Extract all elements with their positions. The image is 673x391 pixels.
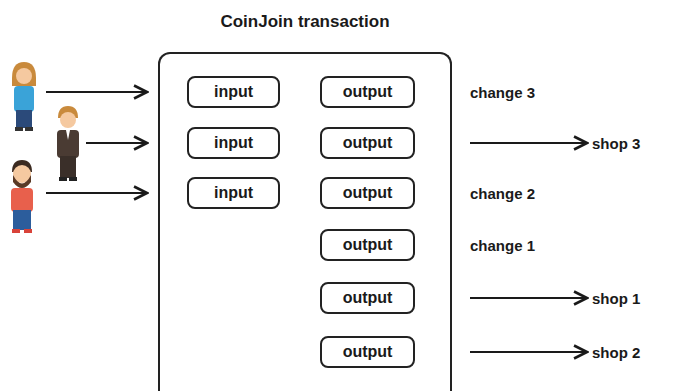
box-label: output	[322, 179, 413, 207]
change-label: change 3	[470, 84, 535, 101]
input-box: input	[187, 127, 280, 159]
box-label: input	[189, 129, 278, 157]
output-box: output	[320, 76, 415, 108]
box-label: output	[322, 338, 413, 366]
box-label: output	[322, 129, 413, 157]
change-label: change 1	[470, 237, 535, 254]
person-icon	[11, 160, 33, 233]
diagram-title: CoinJoin transaction	[160, 10, 450, 34]
shop-label: shop 2	[592, 344, 640, 361]
transaction-box: CoinJoin transactioninputoutputinputoutp…	[158, 52, 452, 391]
input-box: input	[187, 76, 280, 108]
person-icon	[12, 62, 36, 131]
shop-label: shop 1	[592, 290, 640, 307]
output-box: output	[320, 177, 415, 209]
output-box: output	[320, 282, 415, 314]
shop-label: shop 3	[592, 135, 640, 152]
input-box: input	[187, 177, 280, 209]
box-label: output	[322, 284, 413, 312]
box-label: output	[322, 231, 413, 259]
output-box: output	[320, 229, 415, 261]
box-label: input	[189, 179, 278, 207]
output-box: output	[320, 336, 415, 368]
output-box: output	[320, 127, 415, 159]
person-icon	[57, 106, 79, 181]
box-label: output	[322, 78, 413, 106]
box-label: input	[189, 78, 278, 106]
change-label: change 2	[470, 185, 535, 202]
